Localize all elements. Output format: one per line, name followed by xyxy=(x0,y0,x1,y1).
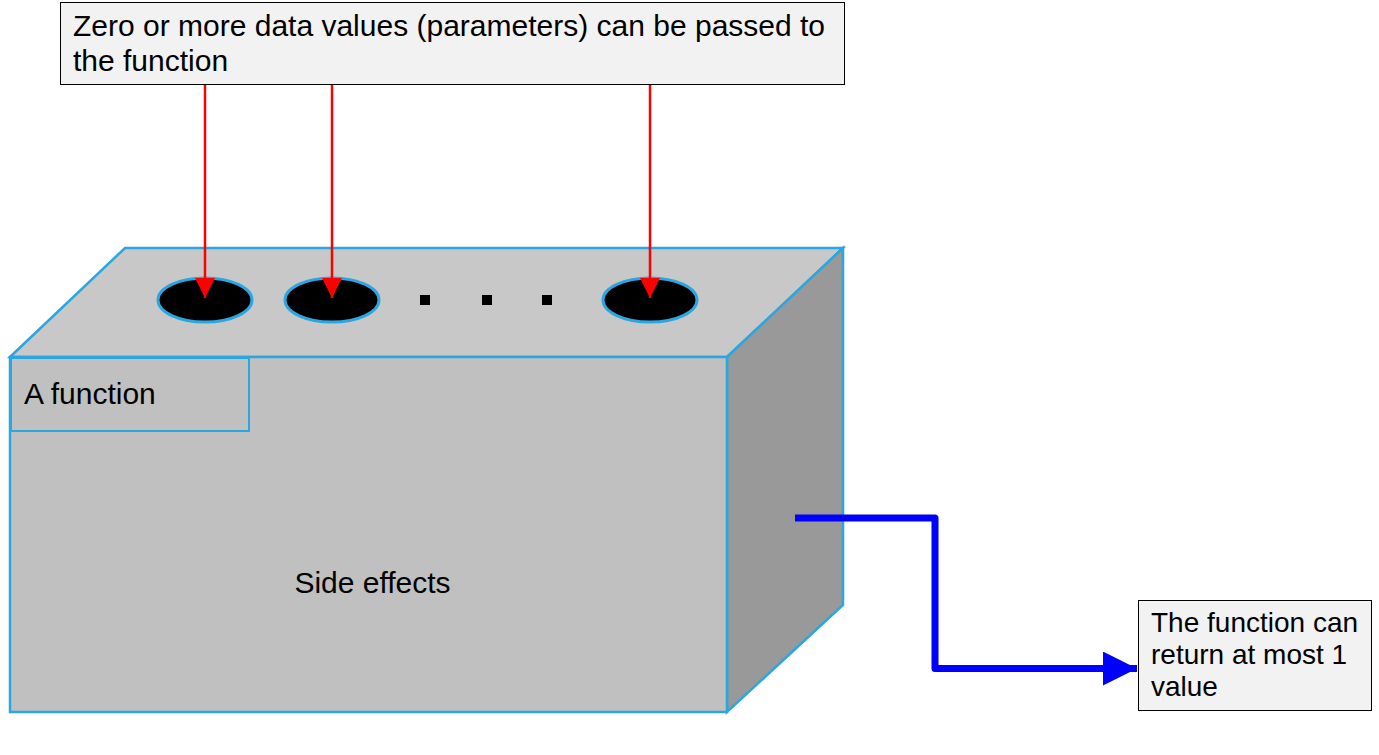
parameter-callout: Zero or more data values (parameters) ca… xyxy=(60,2,845,85)
parameter-arrow xyxy=(204,85,207,298)
function-box: Side effects A function xyxy=(10,248,843,712)
cube-top xyxy=(10,248,843,357)
node-text: The function can return at most 1 value xyxy=(1151,607,1359,704)
function-label: A function xyxy=(10,357,250,432)
parameter-hole xyxy=(603,278,697,322)
ellipsis-dot xyxy=(542,295,552,305)
return-arrow xyxy=(795,518,1137,669)
side-effects-face: Side effects xyxy=(218,535,527,632)
ellipsis-dot xyxy=(482,295,492,305)
parameter-hole xyxy=(285,278,379,322)
function-cube xyxy=(10,248,843,712)
parameter-arrow xyxy=(331,85,334,298)
node-text: Zero or more data values (parameters) ca… xyxy=(73,9,832,78)
parameter-arrow xyxy=(649,85,652,298)
node-text: Side effects xyxy=(294,566,450,601)
return-callout: The function can return at most 1 value xyxy=(1138,600,1372,711)
ellipsis-dot xyxy=(420,295,430,305)
parameter-hole xyxy=(158,278,252,322)
node-text: A function xyxy=(24,377,156,412)
cube-side xyxy=(727,248,843,712)
cube-front xyxy=(10,357,727,712)
